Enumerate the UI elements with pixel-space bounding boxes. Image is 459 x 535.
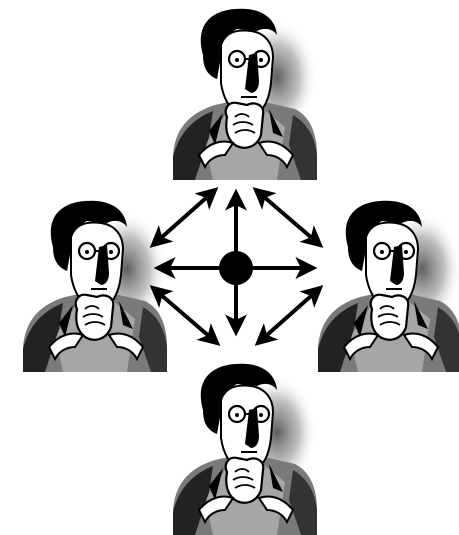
thinking-man-bottom <box>173 364 317 535</box>
arrow-right-to-bottom <box>258 288 320 343</box>
thinking-man-left <box>23 201 167 372</box>
arrow-top-to-left <box>153 190 215 245</box>
arrow-top-to-right <box>256 190 320 245</box>
thinking-man-top <box>173 9 317 180</box>
central-hub <box>219 251 253 285</box>
thinking-man-right <box>318 201 459 372</box>
